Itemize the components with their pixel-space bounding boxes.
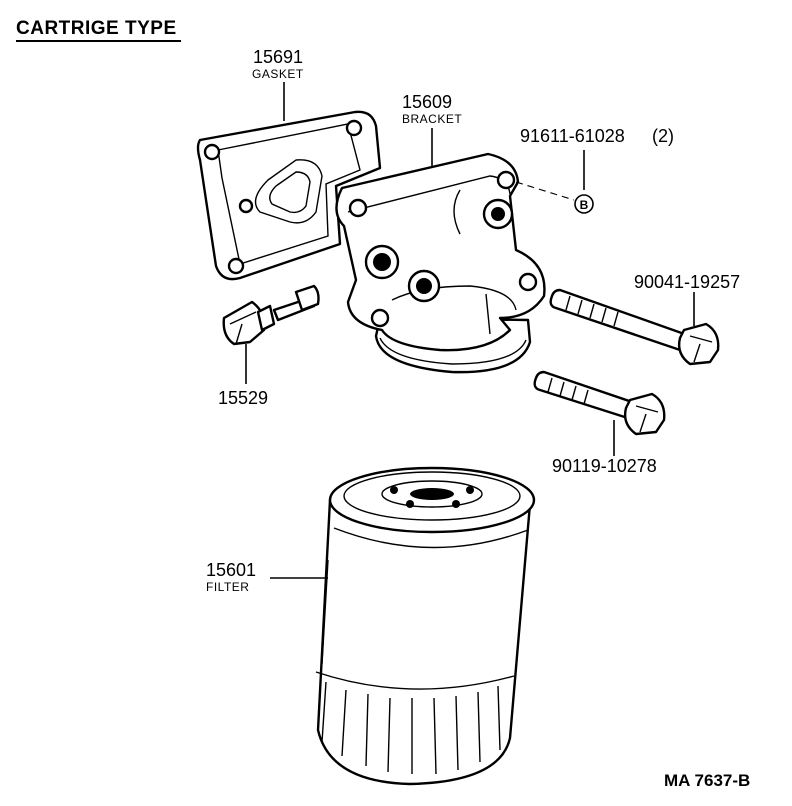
bolt-b-quantity: (2) <box>652 126 674 146</box>
filter-part-name: FILTER <box>206 580 249 594</box>
bracket-part <box>335 152 546 374</box>
bolt-b-dashed-line <box>515 181 575 201</box>
long-bolt-part-number: 90041-19257 <box>634 272 740 292</box>
plug-part-number: 15529 <box>218 388 268 408</box>
callout-b-letter: B <box>580 198 589 212</box>
long-bolt-part <box>549 288 720 366</box>
callout-b-marker <box>574 194 594 214</box>
bracket-part-number: 15609 <box>402 92 452 112</box>
short-bolt-part <box>533 370 666 436</box>
diagram-code: MA 7637-B <box>664 771 750 790</box>
bolt-b-part-number: 91611-61028 <box>520 126 625 146</box>
short-bolt-part-number: 90119-10278 <box>552 456 657 476</box>
gasket-part <box>196 110 382 281</box>
filter-part-number: 15601 <box>206 560 256 580</box>
bracket-part-name: BRACKET <box>402 112 462 126</box>
oil-filter-part <box>315 466 536 786</box>
drain-plug-part <box>222 284 320 346</box>
gasket-part-name: GASKET <box>252 67 304 81</box>
diagram-title: CARTRIGE TYPE <box>16 18 177 39</box>
gasket-part-number: 15691 <box>253 47 303 67</box>
